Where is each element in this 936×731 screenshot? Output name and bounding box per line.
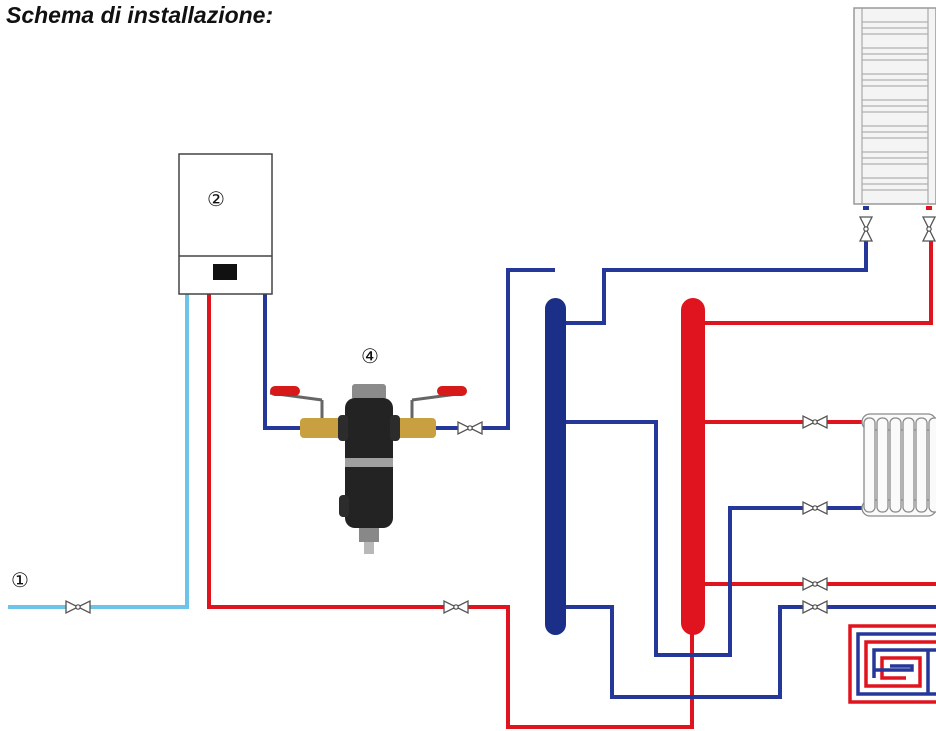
floor-return-pipe xyxy=(555,605,936,699)
ball-valve-icon xyxy=(410,386,467,418)
valve-icon xyxy=(922,216,936,242)
underfloor-coil-icon xyxy=(848,624,936,704)
valve-icon xyxy=(457,421,483,435)
valve-icon xyxy=(859,216,873,242)
valve-icon xyxy=(802,600,828,614)
filter-label: ④ xyxy=(361,344,379,368)
return-manifold xyxy=(545,298,566,635)
boiler-return-pipe xyxy=(263,268,555,430)
towel-radiator-icon xyxy=(853,7,936,210)
flow-manifold xyxy=(681,298,705,635)
magnetic-filter-icon xyxy=(269,384,467,554)
cold-water-pipe xyxy=(8,294,189,609)
page-title: Schema di installazione: xyxy=(6,2,274,28)
boiler-icon xyxy=(178,153,273,295)
valve-icon xyxy=(65,600,91,614)
boiler-flow-pipe xyxy=(207,294,694,729)
ball-valve-icon xyxy=(269,386,324,418)
towel-flow-pipe xyxy=(692,236,933,325)
boiler-label: ② xyxy=(207,187,225,211)
towel-return-pipe xyxy=(555,236,868,325)
column-radiator-icon xyxy=(861,413,936,517)
valve-icon xyxy=(802,415,828,429)
water-inlet-label: ① xyxy=(11,568,29,592)
radiator-return-pipe xyxy=(555,420,862,657)
valve-icon xyxy=(802,577,828,591)
valve-icon xyxy=(443,600,469,614)
valve-icon xyxy=(802,501,828,515)
